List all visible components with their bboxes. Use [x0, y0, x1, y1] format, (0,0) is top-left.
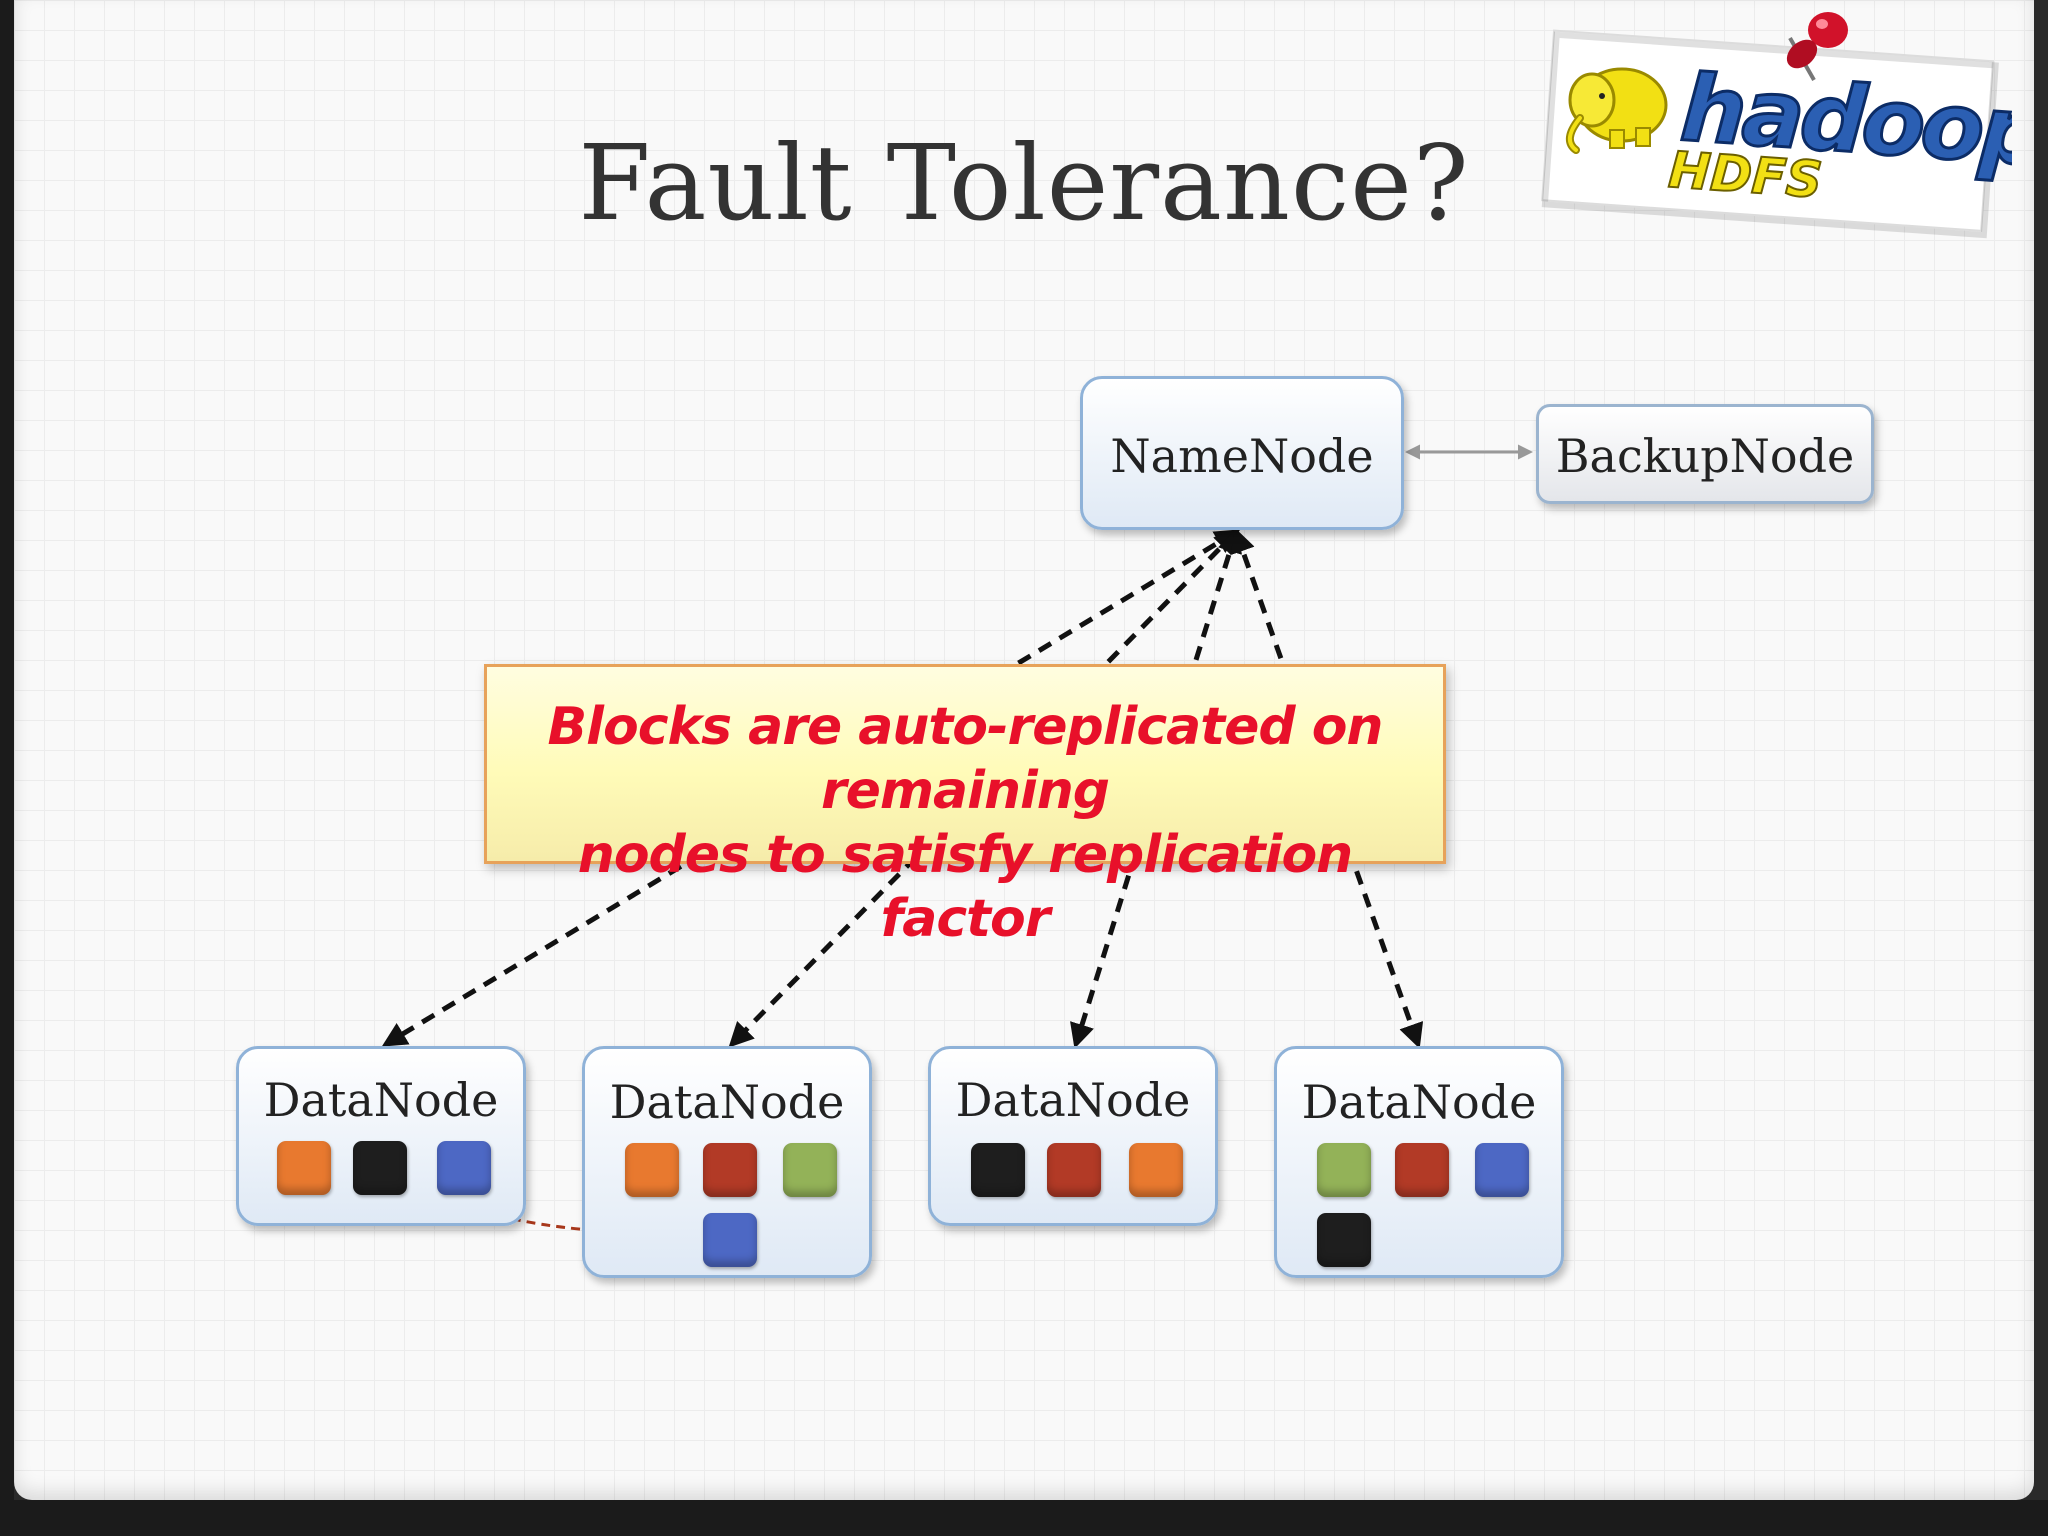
datanode-4: DataNode — [1274, 1046, 1564, 1278]
link-datanode-1 — [381, 529, 1241, 1047]
backupnode-label: BackupNode — [1555, 429, 1855, 483]
block-red — [1395, 1143, 1449, 1197]
callout-line-1: Blocks are auto-replicated on remaining — [547, 697, 1384, 821]
datanode-label: DataNode — [263, 1073, 499, 1127]
block-blue — [437, 1141, 491, 1195]
block-black — [971, 1143, 1025, 1197]
datanode-label: DataNode — [1301, 1075, 1537, 1129]
block-green — [1317, 1143, 1371, 1197]
datanode-3: DataNode — [928, 1046, 1218, 1226]
namenode-label: NameNode — [1110, 429, 1374, 483]
elephant-icon — [1566, 67, 1668, 154]
datanode-2: DataNode — [582, 1046, 872, 1278]
block-orange — [277, 1141, 331, 1195]
callout-text: Blocks are auto-replicated on remaining … — [507, 695, 1423, 951]
block-green — [783, 1143, 837, 1197]
block-black — [1317, 1213, 1371, 1267]
slide-left-edge — [0, 0, 14, 1536]
slide-title: Fault Tolerance? — [578, 122, 1470, 244]
replication-callout: Blocks are auto-replicated on remaining … — [484, 664, 1446, 949]
backupnode-box: BackupNode — [1536, 404, 1874, 504]
slide-bottom-edge — [0, 1500, 2048, 1536]
datanode-1: DataNode — [236, 1046, 526, 1226]
block-black — [353, 1141, 407, 1195]
pushpin-icon — [1786, 12, 1848, 81]
svg-text:HDFS: HDFS — [1667, 141, 1824, 210]
datanode-label: DataNode — [609, 1075, 845, 1129]
hadoop-hdfs-logo: hadoop HDFS — [1541, 12, 2012, 239]
block-blue — [1475, 1143, 1529, 1197]
block-orange — [1129, 1143, 1183, 1197]
block-orange — [625, 1143, 679, 1197]
block-red — [1047, 1143, 1101, 1197]
callout-line-2: nodes to satisfy replication factor — [577, 825, 1353, 949]
block-red — [703, 1143, 757, 1197]
block-blue-replica — [703, 1213, 757, 1267]
datanode-label: DataNode — [955, 1073, 1191, 1127]
namenode-box: NameNode — [1080, 376, 1404, 530]
